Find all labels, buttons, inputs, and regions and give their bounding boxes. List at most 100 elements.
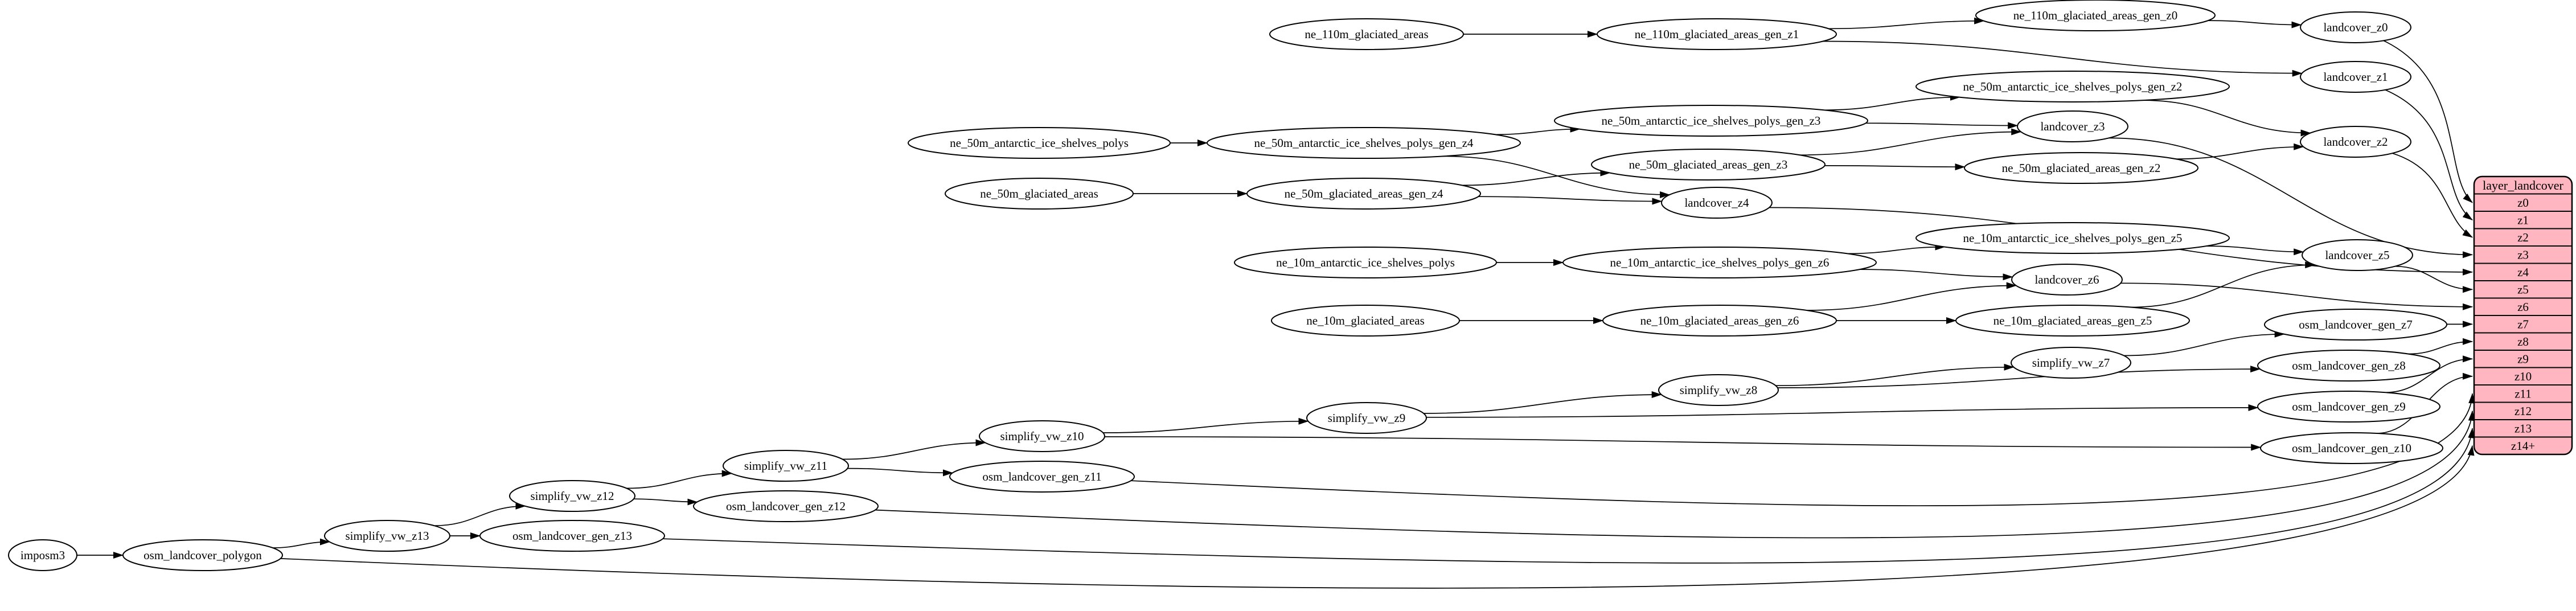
edge-simplify_vw_z13-to-simplify_vw_z12 bbox=[434, 502, 526, 527]
table-row-z8: z8 bbox=[2517, 335, 2529, 348]
node-label-ne_10m_antarctic_ice_shelves_polys_gen_z6: ne_10m_antarctic_ice_shelves_polys_gen_z… bbox=[1610, 256, 1830, 269]
node-label-ne_50m_antarctic_ice_shelves_polys_gen_z3: ne_50m_antarctic_ice_shelves_polys_gen_z… bbox=[1602, 114, 1821, 128]
table-row-z3: z3 bbox=[2517, 248, 2529, 261]
node-label-ne_10m_glaciated_areas_gen_z5: ne_10m_glaciated_areas_gen_z5 bbox=[1993, 314, 2152, 327]
node-ne_110m_glaciated_areas_gen_z1: ne_110m_glaciated_areas_gen_z1 bbox=[1597, 18, 1837, 50]
node-ne_50m_glaciated_areas: ne_50m_glaciated_areas bbox=[945, 178, 1134, 210]
table-row-z13: z13 bbox=[2515, 421, 2532, 435]
edge-ne_50m_glaciated_areas_gen_z2-to-landcover_z2 bbox=[2175, 143, 2304, 160]
node-label-ne_110m_glaciated_areas_gen_z1: ne_110m_glaciated_areas_gen_z1 bbox=[1635, 27, 1799, 41]
node-osm_landcover_gen_z11: osm_landcover_gen_z11 bbox=[949, 461, 1135, 493]
node-label-osm_landcover_polygon: osm_landcover_polygon bbox=[143, 548, 262, 562]
node-ellipse-simplify_vw_z11 bbox=[723, 450, 849, 482]
node-ellipse-ne_110m_glaciated_areas bbox=[1269, 18, 1464, 50]
node-osm_landcover_gen_z8: osm_landcover_gen_z8 bbox=[2257, 350, 2440, 382]
node-ne_10m_glaciated_areas_gen_z6: ne_10m_glaciated_areas_gen_z6 bbox=[1602, 305, 1837, 337]
node-ellipse-simplify_vw_z12 bbox=[509, 480, 635, 512]
node-ellipse-simplify_vw_z10 bbox=[979, 420, 1105, 452]
node-ne_50m_antarctic_ice_shelves_polys_gen_z2: ne_50m_antarctic_ice_shelves_polys_gen_z… bbox=[1915, 71, 2230, 102]
node-label-landcover_z2: landcover_z2 bbox=[2323, 135, 2388, 149]
node-label-ne_10m_antarctic_ice_shelves_polys_gen_z5: ne_10m_antarctic_ice_shelves_polys_gen_z… bbox=[1963, 231, 2183, 245]
edge-osm_landcover_polygon-to-simplify_vw_z13 bbox=[272, 538, 330, 548]
edge-ne_110m_glaciated_areas_gen_z1-to-landcover_z1 bbox=[1823, 40, 2303, 77]
node-osm_landcover_gen_z7: osm_landcover_gen_z7 bbox=[2264, 309, 2447, 341]
edge-simplify_vw_z12-to-osm_landcover_gen_z12 bbox=[633, 498, 698, 506]
node-label-osm_landcover_gen_z12: osm_landcover_gen_z12 bbox=[726, 499, 846, 513]
node-ne_110m_glaciated_areas: ne_110m_glaciated_areas bbox=[1269, 18, 1464, 50]
node-simplify_vw_z9: simplify_vw_z9 bbox=[1306, 402, 1427, 434]
edge-ne_10m_glaciated_areas_gen_z6-to-landcover_z6 bbox=[1806, 282, 2017, 311]
node-ellipse-simplify_vw_z7 bbox=[2011, 347, 2131, 379]
node-ne_50m_glaciated_areas_gen_z4: ne_50m_glaciated_areas_gen_z4 bbox=[1246, 178, 1481, 210]
node-ellipse-simplify_vw_z13 bbox=[324, 520, 450, 552]
node-ellipse-osm_landcover_gen_z9 bbox=[2257, 391, 2440, 423]
node-ne_10m_antarctic_ice_shelves_polys_gen_z5: ne_10m_antarctic_ice_shelves_polys_gen_z… bbox=[1915, 222, 2230, 254]
node-ellipse-landcover_z6 bbox=[2011, 264, 2123, 296]
edge-landcover_z2-to-row-z2 bbox=[2392, 153, 2473, 238]
node-label-ne_50m_glaciated_areas_gen_z2: ne_50m_glaciated_areas_gen_z2 bbox=[2002, 161, 2161, 175]
edge-ne_50m_antarctic_ice_shelves_polys_gen_z4-to-ne_50m_antarctic_ice_shelves_polys_gen_z3 bbox=[1495, 125, 1581, 136]
node-ne_110m_glaciated_areas_gen_z0: ne_110m_glaciated_areas_gen_z0 bbox=[1975, 0, 2216, 31]
table-row-z9: z9 bbox=[2517, 352, 2529, 366]
node-landcover_z2: landcover_z2 bbox=[2300, 126, 2411, 158]
table-row-z10: z10 bbox=[2515, 370, 2532, 383]
node-landcover_z3: landcover_z3 bbox=[2017, 110, 2128, 142]
node-simplify_vw_z10: simplify_vw_z10 bbox=[979, 420, 1105, 452]
node-ellipse-simplify_vw_z9 bbox=[1306, 402, 1427, 434]
edge-simplify_vw_z11-to-osm_landcover_gen_z11 bbox=[847, 468, 953, 477]
node-ellipse-ne_50m_glaciated_areas_gen_z3 bbox=[1591, 149, 1826, 181]
edge-ne_110m_glaciated_areas_gen_z1-to-ne_110m_glaciated_areas_gen_z0 bbox=[1828, 17, 1985, 30]
node-landcover_z5: landcover_z5 bbox=[2302, 239, 2413, 271]
node-label-simplify_vw_z7: simplify_vw_z7 bbox=[2032, 356, 2110, 370]
node-label-landcover_z4: landcover_z4 bbox=[1684, 196, 1749, 210]
node-label-osm_landcover_gen_z8: osm_landcover_gen_z8 bbox=[2292, 359, 2405, 372]
table-row-z6: z6 bbox=[2517, 300, 2529, 314]
node-label-landcover_z6: landcover_z6 bbox=[2034, 273, 2099, 286]
node-label-ne_10m_antarctic_ice_shelves_polys: ne_10m_antarctic_ice_shelves_polys bbox=[1276, 256, 1455, 269]
node-ellipse-ne_10m_antarctic_ice_shelves_polys_gen_z6 bbox=[1562, 247, 1877, 278]
node-ellipse-imposm3 bbox=[8, 539, 77, 571]
node-label-simplify_vw_z9: simplify_vw_z9 bbox=[1328, 411, 1406, 425]
node-osm_landcover_gen_z9: osm_landcover_gen_z9 bbox=[2257, 391, 2440, 423]
node-label-landcover_z1: landcover_z1 bbox=[2323, 70, 2388, 84]
node-ellipse-ne_50m_antarctic_ice_shelves_polys bbox=[908, 127, 1171, 159]
node-simplify_vw_z8: simplify_vw_z8 bbox=[1658, 374, 1779, 406]
edge-ne_10m_glaciated_areas_gen_z5-to-landcover_z5 bbox=[2130, 261, 2316, 308]
node-label-ne_50m_antarctic_ice_shelves_polys_gen_z4: ne_50m_antarctic_ice_shelves_polys_gen_z… bbox=[1254, 136, 1474, 150]
node-ellipse-ne_50m_antarctic_ice_shelves_polys_gen_z3 bbox=[1554, 105, 1868, 137]
node-label-osm_landcover_gen_z13: osm_landcover_gen_z13 bbox=[512, 529, 632, 543]
node-ellipse-landcover_z1 bbox=[2300, 61, 2411, 93]
table-row-z12: z12 bbox=[2515, 404, 2532, 418]
node-label-landcover_z0: landcover_z0 bbox=[2323, 20, 2388, 34]
node-landcover_z4: landcover_z4 bbox=[1661, 187, 1773, 219]
node-ellipse-landcover_z2 bbox=[2300, 126, 2411, 158]
edge-ne_50m_antarctic_ice_shelves_polys_gen_z3-to-landcover_z3 bbox=[1865, 122, 2019, 129]
node-ellipse-osm_landcover_gen_z8 bbox=[2257, 350, 2440, 382]
node-ne_10m_glaciated_areas_gen_z5: ne_10m_glaciated_areas_gen_z5 bbox=[1955, 305, 2190, 337]
node-ne_50m_antarctic_ice_shelves_polys_gen_z4: ne_50m_antarctic_ice_shelves_polys_gen_z… bbox=[1207, 127, 1521, 159]
node-ellipse-ne_10m_glaciated_areas_gen_z5 bbox=[1955, 305, 2190, 337]
node-ellipse-ne_10m_antarctic_ice_shelves_polys bbox=[1234, 247, 1497, 278]
node-ellipse-landcover_z5 bbox=[2302, 239, 2413, 271]
node-ellipse-osm_landcover_gen_z10 bbox=[2260, 432, 2443, 464]
table-row-z5: z5 bbox=[2517, 282, 2529, 296]
edge-ne_10m_antarctic_ice_shelves_polys_gen_z6-to-ne_10m_antarctic_ice_shelves_polys_gen_z5 bbox=[1847, 243, 1946, 255]
node-ellipse-ne_50m_glaciated_areas_gen_z4 bbox=[1246, 178, 1481, 210]
node-ne_50m_antarctic_ice_shelves_polys: ne_50m_antarctic_ice_shelves_polys bbox=[908, 127, 1171, 159]
node-label-ne_50m_glaciated_areas_gen_z4: ne_50m_glaciated_areas_gen_z4 bbox=[1285, 187, 1443, 200]
node-label-ne_10m_glaciated_areas_gen_z6: ne_10m_glaciated_areas_gen_z6 bbox=[1640, 314, 1799, 327]
node-ne_50m_antarctic_ice_shelves_polys_gen_z3: ne_50m_antarctic_ice_shelves_polys_gen_z… bbox=[1554, 105, 1868, 137]
node-osm_landcover_gen_z13: osm_landcover_gen_z13 bbox=[479, 520, 665, 552]
node-label-simplify_vw_z10: simplify_vw_z10 bbox=[1000, 429, 1084, 443]
node-label-simplify_vw_z11: simplify_vw_z11 bbox=[744, 459, 827, 473]
node-ellipse-ne_50m_glaciated_areas bbox=[945, 178, 1134, 210]
table-row-z0: z0 bbox=[2517, 196, 2529, 210]
table-layer_landcover: layer_landcoverz0z1z2z3z4z5z6z7z8z9z10z1… bbox=[2473, 175, 2573, 456]
edge-simplify_vw_z9-to-simplify_vw_z8 bbox=[1424, 391, 1662, 414]
table-row-z7: z7 bbox=[2517, 317, 2529, 331]
edge-simplify_vw_z8-to-osm_landcover_gen_z8 bbox=[1777, 366, 2261, 388]
node-label-ne_50m_glaciated_areas: ne_50m_glaciated_areas bbox=[980, 187, 1098, 200]
node-ne_50m_glaciated_areas_gen_z3: ne_50m_glaciated_areas_gen_z3 bbox=[1591, 149, 1826, 181]
node-label-simplify_vw_z13: simplify_vw_z13 bbox=[346, 529, 429, 543]
node-label-ne_10m_glaciated_areas: ne_10m_glaciated_areas bbox=[1306, 314, 1425, 327]
